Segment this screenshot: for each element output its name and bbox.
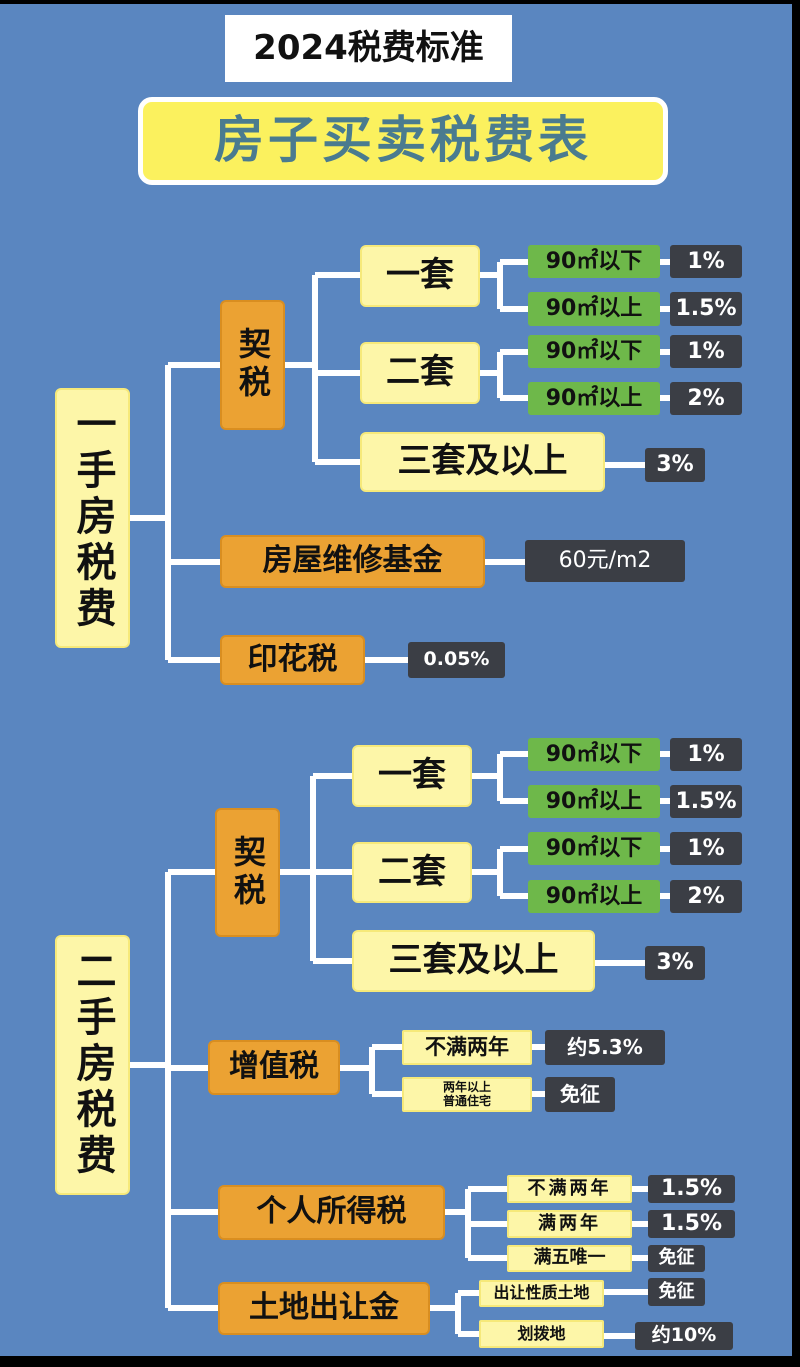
area-below-90: 90㎡以下 (528, 738, 660, 771)
connector-lines (130, 259, 670, 1339)
deed-tax-label: 契税 (220, 300, 285, 430)
third-home-label: 三套及以上 (360, 432, 605, 492)
area-above-90: 90㎡以上 (528, 880, 660, 913)
area-below-90: 90㎡以下 (528, 335, 660, 368)
line: 两年以上 (442, 1079, 491, 1094)
maintenance-fund-label: 房屋维修基金 (220, 535, 485, 588)
full-two-years: 满两年 (507, 1210, 632, 1238)
rate: 1.5% (648, 1210, 735, 1238)
rate: 2% (670, 382, 742, 415)
area-above-90: 90㎡以上 (528, 292, 660, 326)
five-years-only-home: 满五唯一 (507, 1245, 632, 1272)
subtitle: 2024税费标准 (225, 15, 512, 82)
first-home-label: 一套 (360, 245, 480, 307)
transfer-land: 出让性质土地 (479, 1280, 604, 1307)
stamp-tax-label: 印花税 (220, 635, 365, 685)
new-house-label: 一手房税费 (55, 388, 130, 648)
income-tax-label: 个人所得税 (218, 1185, 445, 1240)
infographic (0, 4, 792, 1356)
allocated-land: 划拨地 (479, 1320, 604, 1348)
rate: 1% (670, 832, 742, 865)
deed-tax-label: 契税 (215, 808, 280, 937)
under-two-years: 不满两年 (507, 1175, 632, 1203)
rate: 3% (645, 946, 705, 980)
rate: 3% (645, 448, 705, 482)
vat-label: 增值税 (208, 1040, 340, 1095)
rate: 1% (670, 335, 742, 368)
rate: 免征 (648, 1245, 705, 1272)
over-two-years-ordinary-housing: 两年以上 普通住宅 (402, 1077, 532, 1112)
rate: 1% (670, 245, 742, 278)
under-two-years: 不满两年 (402, 1030, 532, 1065)
second-home-label: 二套 (352, 842, 472, 903)
area-above-90: 90㎡以上 (528, 382, 660, 415)
rate: 免征 (648, 1278, 705, 1306)
rate: 1.5% (648, 1175, 735, 1203)
rate: 0.05% (408, 642, 505, 678)
second-hand-house-label: 二手房税费 (55, 935, 130, 1195)
second-home-label: 二套 (360, 342, 480, 404)
area-above-90: 90㎡以上 (528, 785, 660, 818)
third-home-label: 三套及以上 (352, 930, 595, 992)
area-below-90: 90㎡以下 (528, 245, 660, 278)
page-title: 房子买卖税费表 (138, 97, 668, 185)
rate: 1% (670, 738, 742, 771)
rate: 60元/m2 (525, 540, 685, 582)
first-home-label: 一套 (352, 745, 472, 807)
land-fee-label: 土地出让金 (218, 1282, 430, 1335)
rate: 1.5% (670, 292, 742, 326)
rate: 约5.3% (545, 1030, 665, 1065)
rate: 免征 (545, 1077, 615, 1112)
rate: 约10% (635, 1322, 733, 1350)
line: 普通住宅 (442, 1093, 491, 1108)
rate: 2% (670, 880, 742, 913)
area-below-90: 90㎡以下 (528, 832, 660, 865)
rate: 1.5% (670, 785, 742, 818)
